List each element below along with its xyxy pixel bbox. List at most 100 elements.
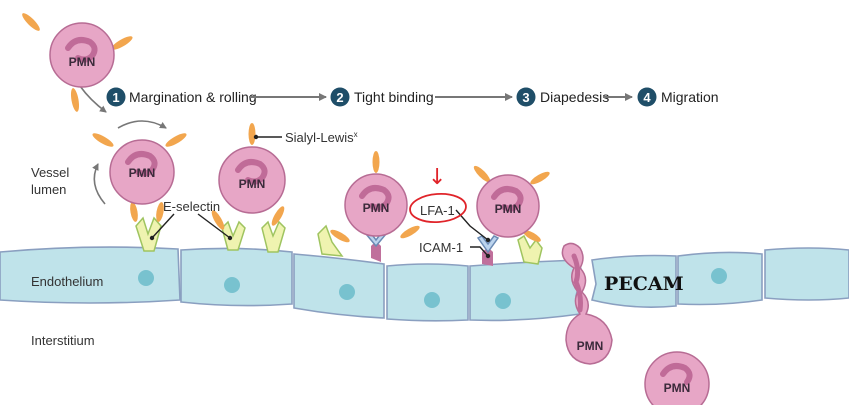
leader-dots	[149, 134, 491, 259]
neutrophil-cell: PMN	[330, 151, 420, 243]
pmn-nucleus	[359, 185, 392, 211]
step-number-badge	[516, 87, 536, 107]
step-1: 1 Margination & rolling	[106, 87, 257, 107]
endothelial-nuclei	[138, 268, 727, 309]
sialyl-lewis-spike	[473, 165, 491, 183]
step-label: Margination & rolling	[129, 89, 257, 105]
leader-dot	[227, 235, 233, 241]
sialyl-lewis-spike	[523, 230, 541, 242]
pmn-label: PMN	[577, 339, 604, 353]
neutrophil-cell: PMN	[473, 165, 550, 242]
e-selectin-molecule	[517, 234, 543, 265]
interstitium-label: Interstitium	[31, 333, 95, 348]
step-label: Diapedesis	[540, 89, 609, 105]
neutrophil-cell: PMN	[92, 133, 187, 222]
leader-dot	[485, 253, 491, 259]
pmn-label: PMN	[664, 381, 691, 395]
step-number-badge	[106, 87, 126, 107]
sialyl-lewis-spike	[22, 13, 40, 31]
pmn-body	[49, 22, 115, 88]
endothelial-cell	[0, 246, 181, 304]
step-number: 2	[336, 90, 343, 105]
step-number-badge	[330, 87, 350, 107]
sialyl-lewis-spike	[165, 133, 187, 147]
step-number: 4	[643, 90, 651, 105]
endothelial-nucleus	[495, 293, 511, 309]
endothelial-cell	[180, 247, 293, 307]
sialyl-lewis-spike	[372, 151, 380, 173]
endothelial-cell	[591, 254, 677, 308]
pmn-nucleus	[491, 186, 524, 212]
e-selectin-molecule	[261, 220, 286, 253]
sialyl-lewis-spike	[111, 36, 133, 50]
endothelial-nucleus	[224, 277, 240, 293]
leader-dot	[253, 134, 259, 140]
step-4: 4 Migration	[637, 87, 719, 107]
pmn-nucleus	[65, 37, 98, 63]
sialyl-lewis-spike	[530, 171, 550, 185]
sialyl-lewis-text: Sialyl-Lewis	[285, 130, 354, 145]
step-number: 3	[522, 90, 529, 105]
sialyl-lewis-spike	[248, 123, 256, 145]
step-label: Migration	[661, 89, 719, 105]
endothelium-layer	[0, 246, 849, 322]
step-2: 2 Tight binding	[330, 87, 434, 107]
endothelial-cell	[293, 253, 385, 319]
pmn-label: PMN	[363, 201, 390, 215]
leader-line	[470, 246, 489, 257]
rolling-arrow	[92, 163, 106, 205]
pmn-body	[644, 351, 710, 405]
pmn-nucleus	[571, 253, 583, 313]
sialyl-lewis-spike	[211, 210, 225, 230]
step-3: 3 Diapedesis	[516, 87, 609, 107]
leader-line	[151, 213, 175, 239]
sialyl-lewis-spike	[130, 202, 138, 222]
endothelium-label: Endothelium	[31, 274, 103, 289]
endothelial-cell	[469, 259, 583, 322]
sialyl-lewis-spike	[70, 88, 80, 112]
pmn-nucleus	[660, 363, 693, 385]
icam-1-label: ICAM-1	[419, 240, 463, 255]
endothelial-nucleus	[424, 292, 440, 308]
e-selectin-molecule	[221, 220, 246, 251]
red-arrow-annotation: ↓	[428, 165, 446, 190]
sialyl-lewis-label: Sialyl-Lewisx	[285, 130, 358, 145]
lfa-1-label: LFA-1	[420, 203, 455, 218]
pmn-label: PMN	[129, 166, 156, 180]
pmn-nucleus	[125, 151, 158, 177]
sialyl-lewis-spike	[400, 225, 420, 239]
endothelial-nucleus	[339, 284, 355, 300]
e-selectin-molecule	[135, 216, 162, 252]
endothelial-cell	[386, 263, 469, 322]
icam-1-molecule	[371, 243, 381, 262]
vessel-lumen-label-2: lumen	[31, 182, 66, 197]
step-number-badge	[637, 87, 657, 107]
rolling-arrow	[117, 120, 167, 129]
endothelial-cell	[764, 247, 849, 301]
leader-lines	[151, 136, 489, 257]
leader-line	[197, 213, 231, 239]
pmn-label: PMN	[495, 202, 522, 216]
neutrophil-cell: PMN	[22, 13, 133, 112]
e-selectin-molecules	[135, 216, 543, 265]
pecam-label: PECAM	[604, 273, 684, 295]
step-label: Tight binding	[354, 89, 434, 105]
rolling-arrow	[79, 85, 107, 113]
neutrophil-cell: PMN	[211, 123, 286, 230]
neutrophil-diapedesis: PMN	[561, 242, 613, 365]
sialyl-lewis-superscript: x	[354, 130, 358, 139]
e-selectin-label: E-selectin	[163, 199, 220, 214]
lfa-1-highlight-circle	[409, 192, 467, 224]
neutrophil-cell: PMN	[644, 351, 710, 405]
leader-dot	[485, 237, 491, 243]
pmn-label: PMN	[239, 177, 266, 191]
leader-dot	[149, 235, 155, 241]
vessel-lumen-label: Vessel	[31, 165, 69, 180]
step-number: 1	[112, 90, 119, 105]
sialyl-lewis-spike	[92, 133, 114, 147]
endothelial-nucleus	[711, 268, 727, 284]
endothelial-nucleus	[138, 270, 154, 286]
sialyl-lewis-spike	[271, 206, 285, 226]
pmn-label: PMN	[69, 55, 96, 69]
